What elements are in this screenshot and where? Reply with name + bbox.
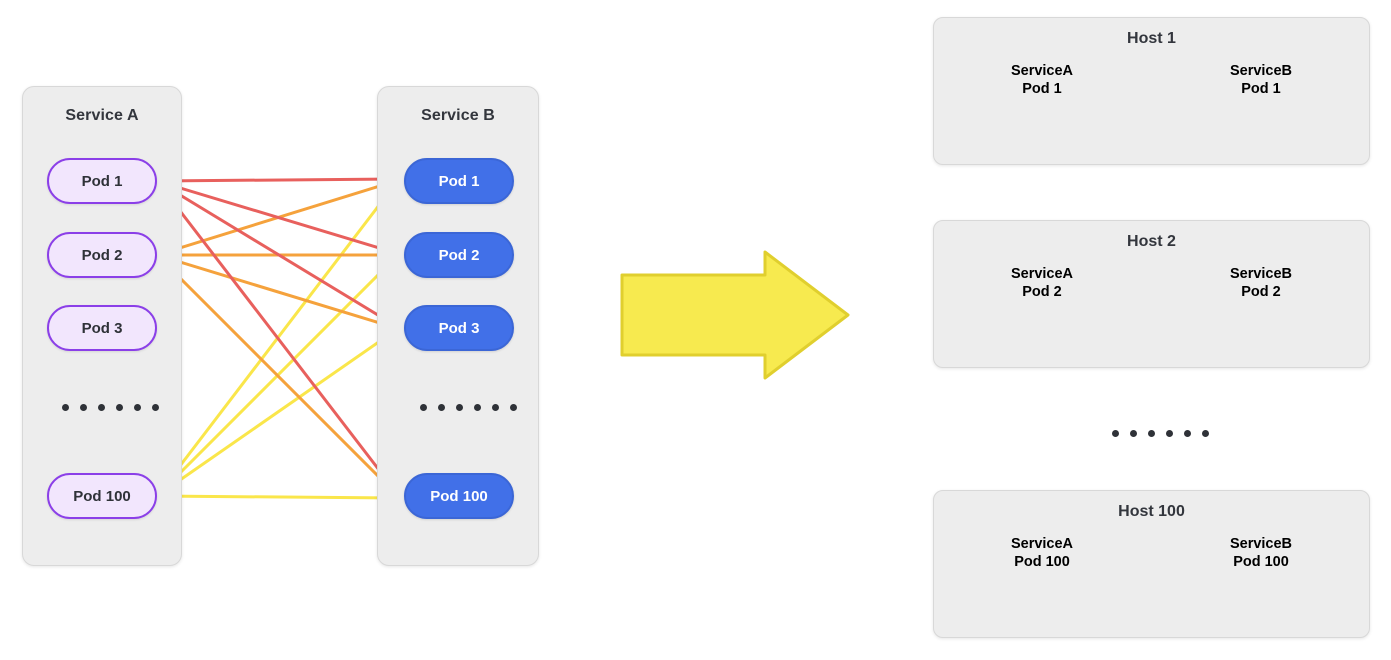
host-2-pod-a-line2: Pod 2 [1022,284,1062,300]
host-2-container: Host 2 ServiceA Pod 2 ServiceB Pod 2 [933,220,1370,368]
edge-pod1-to-pod2 [156,179,399,257]
host-1-container: Host 1 ServiceA Pod 1 ServiceB Pod 1 [933,17,1370,165]
host-100-pod-a-line2: Pod 100 [1014,554,1070,570]
service-a-pod-2[interactable]: Pod 2 [47,232,157,278]
service-b-pod-2[interactable]: Pod 2 [404,232,514,278]
edge-pod2-to-pod100 [155,253,398,496]
service-a-pod-3[interactable]: Pod 3 [47,305,157,351]
host-100-pod-a-line1: ServiceA [1010,535,1074,552]
edge-pod100-to-pod100 [156,488,399,507]
service-b-pod-1[interactable]: Pod 1 [404,158,514,204]
host-1-pod-a-line2: Pod 1 [1022,81,1062,97]
service-b-pod-100[interactable]: Pod 100 [404,473,514,519]
edge-pod2-to-pod3 [156,253,399,332]
hosts-ellipsis [1112,430,1209,437]
service-a-pod-100[interactable]: Pod 100 [47,473,157,519]
edge-group-pod1 [155,170,399,494]
service-a-pod-1[interactable]: Pod 1 [47,158,157,204]
host-2-title: Host 2 [1127,233,1176,250]
host-1-pod-b-line1: ServiceB [1229,62,1293,79]
host-1-title: Host 1 [1127,30,1176,47]
host-100-pod-b-line2: Pod 100 [1233,554,1289,570]
edge-pod1-to-pod100 [155,180,398,494]
service-b-title: Service B [421,107,495,124]
edge-pod1-to-pod1 [156,170,399,189]
host-100-pod-b[interactable]: ServiceB Pod 100 [1192,517,1330,589]
service-a-ellipsis [62,404,159,411]
service-b-ellipsis [420,404,517,411]
host-1-pod-b-line2: Pod 1 [1241,81,1281,97]
host-2-pod-a[interactable]: ServiceA Pod 2 [973,247,1111,319]
host-1-pod-b[interactable]: ServiceB Pod 1 [1192,44,1330,116]
edge-pod100-to-pod3 [156,328,398,498]
host-100-title: Host 100 [1118,503,1185,520]
host-2-pod-b-line1: ServiceB [1229,265,1293,282]
host-100-container: Host 100 ServiceA Pod 100 ServiceB Pod 1… [933,490,1370,638]
host-2-pod-b-line2: Pod 2 [1241,284,1281,300]
service-b-pod-3[interactable]: Pod 3 [404,305,514,351]
service-a-title: Service A [65,107,139,124]
edge-pod100-to-pod1 [155,181,398,497]
host-1-pod-a[interactable]: ServiceA Pod 1 [973,44,1111,116]
host-100-pod-a[interactable]: ServiceA Pod 100 [973,517,1111,589]
host-1-pod-a-line1: ServiceA [1010,62,1074,79]
host-100-pod-b-line1: ServiceB [1229,535,1293,552]
edge-pod1-to-pod3 [156,179,399,328]
host-2-pod-b[interactable]: ServiceB Pod 2 [1192,247,1330,319]
host-2-pod-a-line1: ServiceA [1010,265,1074,282]
edge-group-pod100 [155,181,399,507]
big-right-arrow-icon [620,250,850,380]
